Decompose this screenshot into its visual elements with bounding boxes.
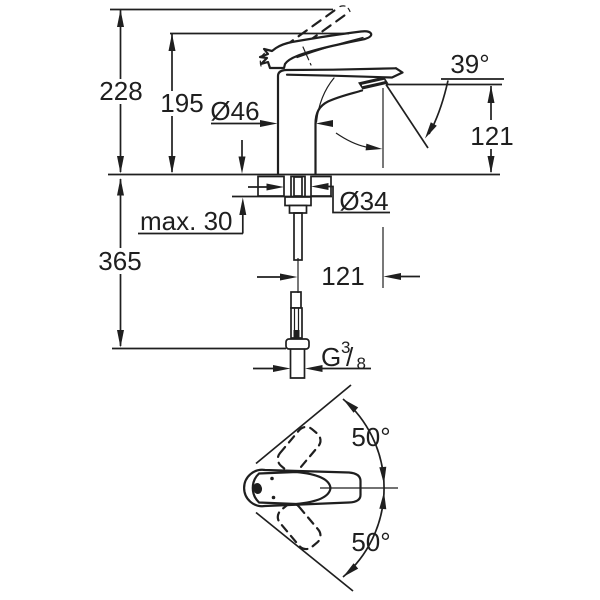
thread-numerator: 3 [341,338,350,357]
arrowhead [117,178,124,196]
arrowhead [343,563,359,577]
arrowhead [117,330,124,348]
dim-hole-diameter: Ø34 [248,183,390,216]
handle-position-lower-dashed [276,502,322,551]
thread-slash: / [346,342,354,372]
dim-spout-reach: 121 [257,227,420,291]
arrowhead [487,85,495,103]
body-right-edge-spout-underside [314,89,364,176]
swivel-ray-lower [255,511,354,592]
hose-insert [293,330,300,339]
lever-open-bottom-edge [279,10,352,63]
arrowhead [117,156,124,174]
aerator-slit [361,79,385,87]
dim-label-max-deck-thickness: max. 30 [140,206,233,236]
arrowhead [273,365,291,372]
dim-outlet-height: 121 [470,85,514,174]
arrowhead [168,156,176,174]
lever-open-tip [339,5,351,13]
dim-supply-length: 365 [98,178,286,350]
lever-closed [258,30,373,70]
hose-tube-lower [289,349,306,379]
spout-reference [335,88,384,168]
dim-overall-height: 228 [99,8,333,174]
arrowhead [238,156,246,174]
arrowhead [343,399,359,413]
threaded-rod [293,212,303,261]
side-view: 228 195 Ø46 39° [98,5,514,379]
spout-rim [285,67,404,79]
hose-thread-top [290,291,302,309]
arrowhead [383,273,401,280]
spout-leader-curve [335,132,367,148]
mounting-nut-top [284,196,312,207]
shank-thread-upper [293,176,303,197]
handle-position-upper-dashed [276,425,322,474]
dim-label-overall-height: 228 [99,76,142,106]
arrowhead [379,466,387,484]
lever-inner-line [296,36,364,59]
arrowhead [311,183,329,190]
arrowhead [117,9,124,27]
lever-open-top-edge [269,5,342,58]
supply-hose [285,291,310,379]
dim-thread-size: G 3 / 8 [253,338,371,373]
dim-label-body-diameter: Ø46 [210,96,259,126]
handle-lever-pad [251,470,332,506]
arrowhead [305,365,323,372]
arrowhead [239,197,247,215]
label-leader [328,185,390,214]
handle-dot-upper [270,476,274,481]
angle-ray-spout [385,84,429,149]
dim-label-swivel-lower: 50° [351,527,390,557]
shank-through-deck [290,175,306,198]
mounting-nut-bottom [288,204,308,214]
dim-spout-angle: 39° [385,49,504,149]
mounting-section [108,173,500,293]
arrowhead [315,120,333,127]
arrowhead [280,273,298,281]
dim-label-spout-reach: 121 [321,261,364,291]
hose-knurled-nut [285,338,310,350]
dim-label-hole-diameter: Ø34 [339,186,388,216]
arrowhead [168,33,176,51]
dim-body-diameter: Ø46 [210,96,333,127]
faucet-body [276,67,404,176]
lever-outline [258,30,373,70]
handle-logo-mark [252,483,263,494]
top-view: 50° 50° [243,384,398,592]
thread-denominator: 8 [357,354,366,373]
dim-label-outlet-height: 121 [470,121,513,151]
dim-max-deck-thickness: max. 30 [138,140,247,236]
arrowhead [379,492,387,510]
spout-inner-contour [315,77,335,123]
dim-label-lever-tip-height: 195 [160,88,203,118]
thread-prefix: G [321,342,341,372]
dim-label-swivel-upper: 50° [351,422,390,452]
lever-pivot-hidden-line [302,46,312,66]
swivel-ray-upper [255,384,352,465]
dim-label-supply-length: 365 [98,246,141,276]
dim-label-spout-angle: 39° [450,49,489,79]
handle-dot-lower [271,495,276,500]
arrowhead [425,122,437,139]
arrowhead [487,156,495,174]
body-left-edge [276,67,398,176]
arrowhead [260,120,278,127]
arrowhead [365,143,383,151]
arrowhead [266,183,284,191]
dim-lever-tip-height: 195 [160,32,349,174]
